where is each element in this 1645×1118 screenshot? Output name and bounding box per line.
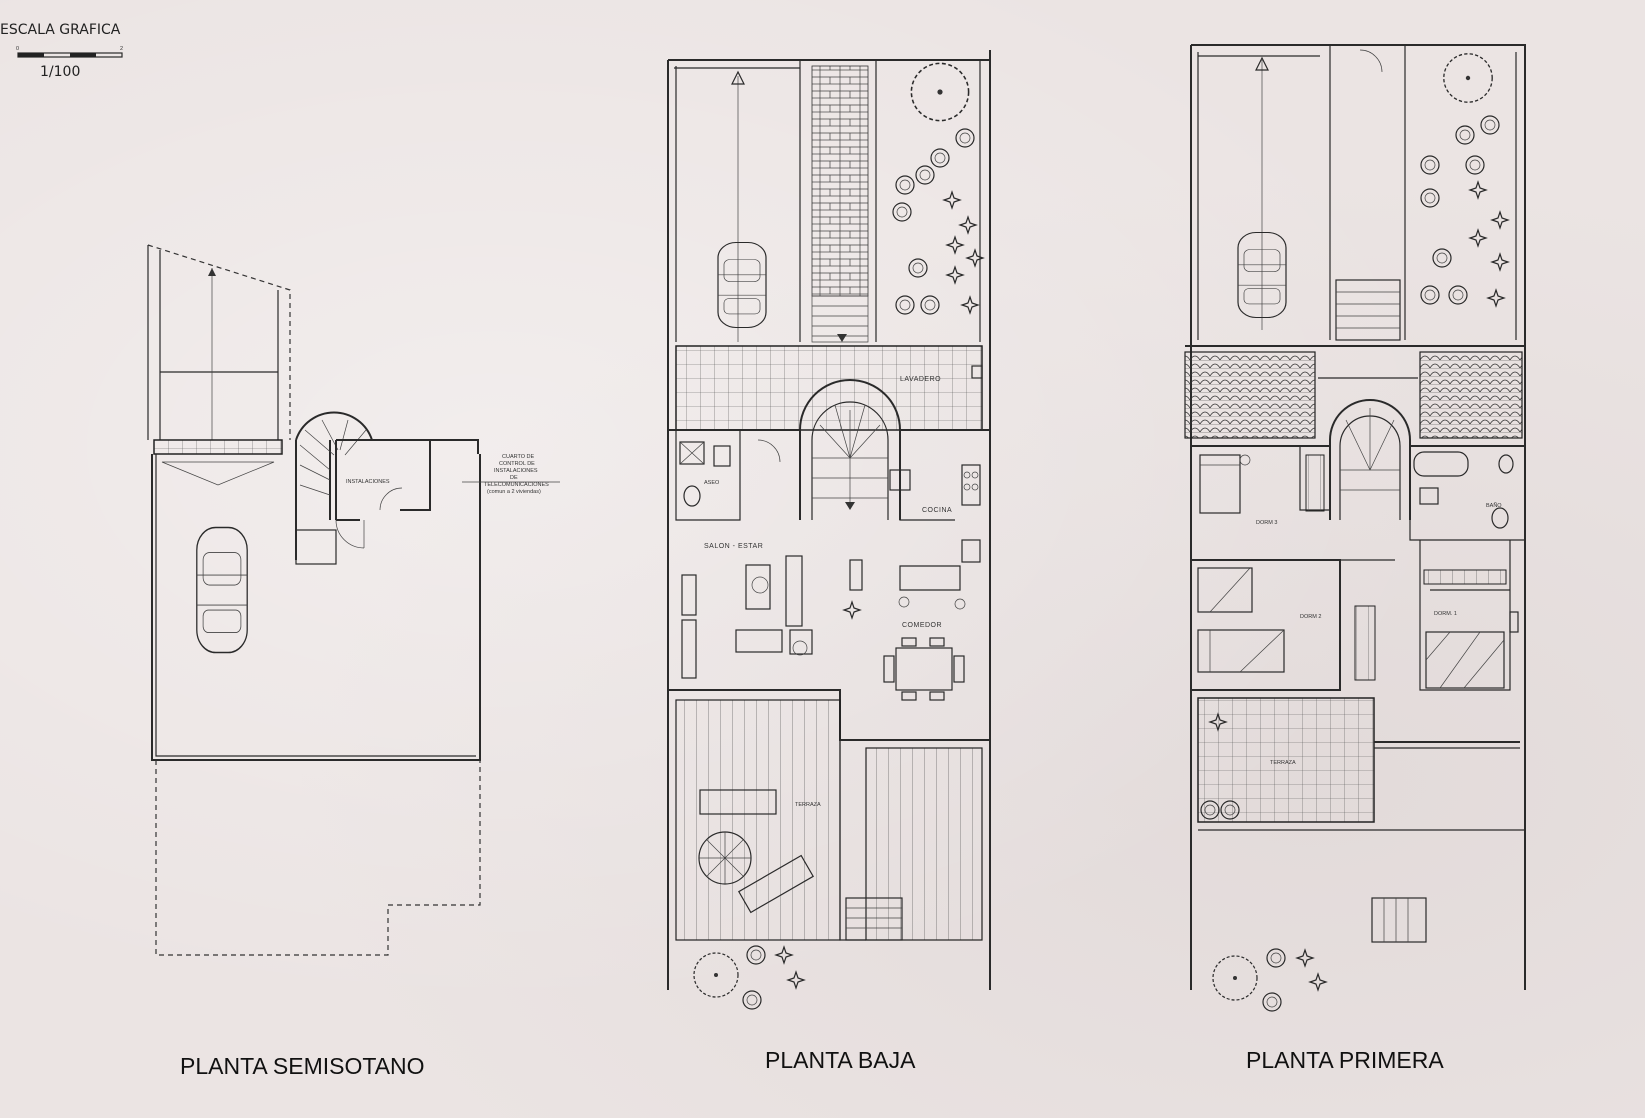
telecom-line-3: INSTALACIONES [494, 468, 538, 474]
telecom-line-6: (comun a 2 viviendas) [487, 489, 541, 495]
telecom-line-1: CUARTO DE [502, 454, 535, 460]
telecom-line-2: CONTROL DE [499, 461, 535, 467]
plan-primera: DORM 3 BAÑO DORM 2 DORM. 1 TERRAZA [1184, 44, 1526, 1073]
scale-label: ESCALA GRAFICA [0, 22, 121, 38]
plan-baja: LAVADERO ASEO COCINA SALON - ESTAR [667, 50, 991, 1073]
room-terraza-primera: TERRAZA [1270, 760, 1296, 766]
plan-semisotano: INSTALACIONES CUARTO DE CONTROL DE INSTA… [147, 244, 560, 1079]
title-semisotano: PLANTA SEMISOTANO [180, 1053, 425, 1079]
scale-ratio: 1/100 [40, 64, 80, 80]
graphic-scale: ESCALA GRAFICA 0 2 1/100 [0, 22, 123, 80]
room-bano: BAÑO [1486, 502, 1502, 509]
title-primera: PLANTA PRIMERA [1246, 1047, 1444, 1073]
room-dorm3: DORM 3 [1256, 520, 1277, 526]
room-dorm2: DORM 2 [1300, 614, 1321, 620]
room-salon: SALON - ESTAR [704, 543, 763, 550]
room-aseo: ASEO [704, 480, 720, 486]
room-comedor: COMEDOR [902, 622, 942, 629]
room-cocina: COCINA [922, 507, 952, 514]
scale-tick-start: 0 [16, 46, 19, 52]
scale-tick-end: 2 [120, 46, 123, 52]
room-lavadero: LAVADERO [900, 376, 941, 383]
room-dorm1: DORM. 1 [1434, 611, 1457, 617]
telecom-line-4: DE [510, 475, 518, 481]
title-baja: PLANTA BAJA [765, 1047, 916, 1073]
room-instalaciones: INSTALACIONES [346, 479, 390, 485]
telecom-line-5: TELECOMUNICACIONES [484, 482, 549, 488]
room-terraza-baja: TERRAZA [795, 802, 821, 808]
